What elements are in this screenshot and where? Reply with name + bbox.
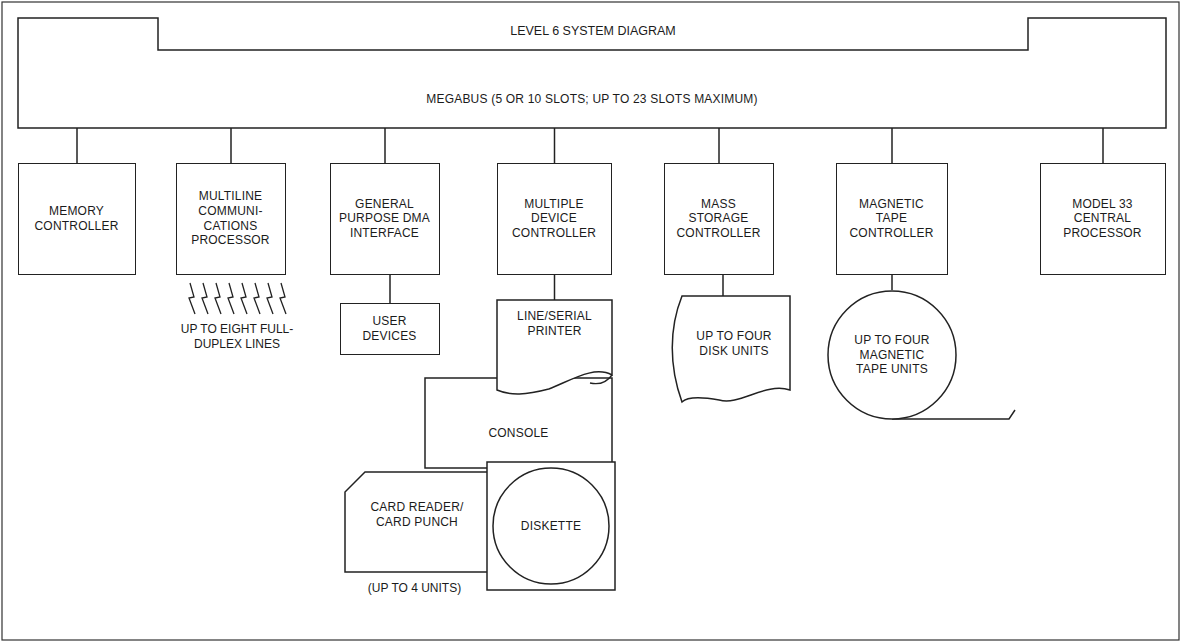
printer-shape: LINE/SERIAL PRINTER: [497, 300, 612, 395]
diskette-disc: [493, 468, 609, 584]
line-bolt: [228, 283, 234, 314]
bus-connector: [554, 128, 556, 163]
processor-box: MULTILINE COMMUNI- CATIONS PROCESSOR: [176, 163, 286, 275]
node-label: DISKETTE: [521, 519, 581, 534]
line-bolt: [202, 283, 208, 314]
bus-connector: [389, 275, 391, 303]
line-bolt: [280, 283, 286, 314]
text-area: MODEL 33 CENTRAL PROCESSOR: [1046, 168, 1159, 269]
system-bus: MEGABUS (5 OR 10 SLOTS; UP TO 23 SLOTS M…: [18, 18, 1166, 128]
diskette-sleeve: [487, 462, 615, 590]
node-label: MULTILINE COMMUNI- CATIONS PROCESSOR: [182, 189, 279, 248]
tape-reel: [828, 291, 956, 419]
node-label: MASS STORAGE CONTROLLER: [670, 197, 767, 241]
controller-box: MEMORY CONTROLLER: [18, 163, 136, 275]
text-area: USER DEVICES: [346, 308, 433, 349]
disk-outline: [672, 296, 790, 402]
text-area: CARD READER/ CARD PUNCH: [353, 484, 481, 546]
line-bolt: [254, 283, 260, 314]
text-area: MEGABUS (5 OR 10 SLOTS; UP TO 23 SLOTS M…: [18, 82, 1166, 116]
text-area: DISKETTE: [507, 506, 595, 546]
device-box: USER DEVICES: [340, 303, 440, 355]
node-label: GENERAL PURPOSE DMA INTERFACE: [336, 197, 433, 241]
node-label: MEGABUS (5 OR 10 SLOTS; UP TO 23 SLOTS M…: [426, 92, 757, 107]
text-area: UP TO FOUR DISK UNITS: [684, 304, 784, 384]
text-area: CONSOLE: [435, 402, 602, 464]
controller-box: MASS STORAGE CONTROLLER: [664, 163, 774, 275]
bus-connector: [1102, 128, 1104, 163]
bus-connector: [384, 128, 386, 163]
bus-connector: [891, 128, 893, 163]
processor-box: MODEL 33 CENTRAL PROCESSOR: [1040, 163, 1166, 275]
bus-connector: [891, 275, 893, 290]
node-label: MULTIPLE DEVICE CONTROLLER: [503, 197, 605, 241]
console-outline: [425, 378, 612, 468]
node-label: UP TO FOUR DISK UNITS: [684, 329, 784, 358]
interface-box: GENERAL PURPOSE DMA INTERFACE: [330, 163, 440, 275]
text-area: MASS STORAGE CONTROLLER: [670, 168, 767, 269]
text-area: LINE/SERIAL PRINTER: [501, 304, 608, 344]
bus-connector: [554, 275, 556, 300]
bus-connector: [230, 128, 232, 163]
node-label: USER DEVICES: [346, 314, 433, 343]
node-label: MAGNETIC TAPE CONTROLLER: [842, 197, 941, 241]
node-label: CARD READER/ CARD PUNCH: [353, 500, 481, 529]
system-bus-outline: [18, 18, 1166, 128]
text-area: MAGNETIC TAPE CONTROLLER: [842, 168, 941, 269]
node-label: CONSOLE: [488, 426, 548, 441]
node-label: MODEL 33 CENTRAL PROCESSOR: [1046, 197, 1159, 241]
bus-outline: [18, 18, 1166, 128]
line-bolt: [241, 283, 247, 314]
line-bolt: [189, 283, 195, 314]
node-label: MEMORY CONTROLLER: [24, 204, 129, 233]
bus-connector: [76, 128, 78, 163]
text-area: MULTILINE COMMUNI- CATIONS PROCESSOR: [182, 168, 279, 269]
text-area: MULTIPLE DEVICE CONTROLLER: [503, 168, 605, 269]
text-area: MEMORY CONTROLLER: [24, 168, 129, 269]
diagram-title: LEVEL 6 SYSTEM DIAGRAM: [158, 24, 1028, 39]
communication-lines: [189, 283, 286, 314]
node-label: LINE/SERIAL PRINTER: [501, 309, 608, 338]
node-label: UP TO FOUR MAGNETIC TAPE UNITS: [845, 333, 939, 377]
tape-shape: UP TO FOUR MAGNETIC TAPE UNITS: [827, 290, 1017, 425]
diskette-shape: DISKETTE: [487, 462, 615, 590]
controller-box: MULTIPLE DEVICE CONTROLLER: [497, 163, 612, 275]
unit-count-note: (UP TO 4 UNITS): [352, 581, 477, 596]
controller-box: MAGNETIC TAPE CONTROLLER: [836, 163, 948, 275]
line-bolt: [215, 283, 221, 314]
line-count-note: UP TO EIGHT FULL-DUPLEX LINES: [162, 322, 312, 351]
text-area: UP TO FOUR MAGNETIC TAPE UNITS: [845, 312, 939, 398]
disk-shape: UP TO FOUR DISK UNITS: [672, 296, 790, 404]
bus-connector: [722, 275, 724, 296]
bus-connector: [718, 128, 720, 163]
line-bolt: [267, 283, 273, 314]
text-area: GENERAL PURPOSE DMA INTERFACE: [336, 168, 433, 269]
